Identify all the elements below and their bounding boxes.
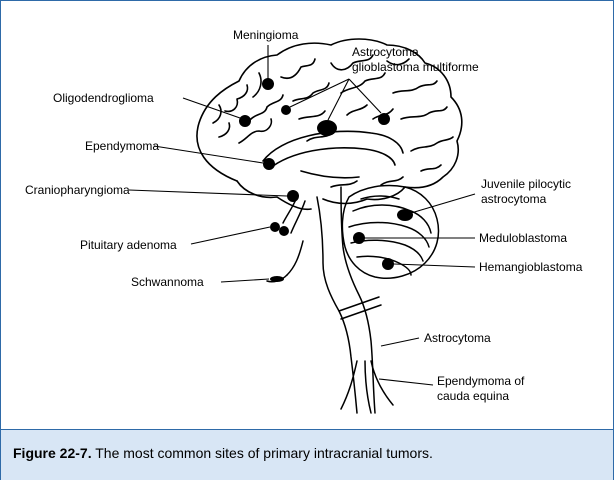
pituitary-region bbox=[267, 197, 305, 282]
label-cauda-line1: Ependymoma of bbox=[437, 374, 525, 388]
label-astrocytoma-gbm-line1: Astrocytoma bbox=[352, 45, 419, 59]
caption-description: The most common sites of primary intracr… bbox=[92, 445, 433, 461]
label-pituitary-adenoma: Pituitary adenoma bbox=[80, 238, 177, 252]
label-juvenile-line2: astrocytoma bbox=[481, 192, 547, 206]
label-spinal-astrocytoma: Astrocytoma bbox=[424, 331, 491, 345]
marker-meningioma bbox=[262, 78, 274, 90]
brain-tumor-diagram: Meningioma Astrocytoma glioblastoma mult… bbox=[1, 1, 613, 429]
marker-pituitary-1 bbox=[270, 222, 280, 232]
marker-ependymoma bbox=[263, 158, 275, 170]
caption-bar: Figure 22-7. The most common sites of pr… bbox=[1, 429, 613, 480]
marker-hemangioblastoma bbox=[382, 258, 394, 270]
label-craniopharyngioma: Craniopharyngioma bbox=[25, 183, 130, 197]
marker-astrocytoma-2 bbox=[378, 113, 390, 125]
label-astrocytoma-gbm-line2: glioblastoma multiforme bbox=[352, 60, 479, 74]
figure-caption: Figure 22-7. The most common sites of pr… bbox=[13, 445, 433, 461]
caption-label: Figure 22-7. bbox=[13, 445, 92, 461]
label-cauda-line2: cauda equina bbox=[437, 389, 509, 403]
label-juvenile-line1: Juvenile pilocytic bbox=[481, 177, 571, 191]
marker-juvenile-astrocytoma bbox=[397, 209, 413, 221]
marker-medulloblastoma bbox=[353, 232, 365, 244]
marker-astrocytoma-1 bbox=[281, 105, 291, 115]
marker-pituitary-2 bbox=[279, 226, 289, 236]
label-oligodendroglioma: Oligodendroglioma bbox=[53, 91, 154, 105]
label-medulloblastoma: Meduloblastoma bbox=[479, 231, 567, 245]
marker-craniopharyngioma bbox=[287, 190, 299, 202]
marker-glioblastoma-main bbox=[317, 120, 337, 136]
label-meningioma: Meningioma bbox=[233, 28, 299, 42]
tumor-markers bbox=[239, 78, 413, 282]
label-schwannoma: Schwannoma bbox=[131, 275, 204, 289]
marker-oligodendroglioma bbox=[239, 115, 251, 127]
marker-schwannoma bbox=[270, 276, 284, 282]
label-hemangioblastoma: Hemangioblastoma bbox=[479, 260, 583, 274]
label-ependymoma: Ependymoma bbox=[85, 139, 159, 153]
